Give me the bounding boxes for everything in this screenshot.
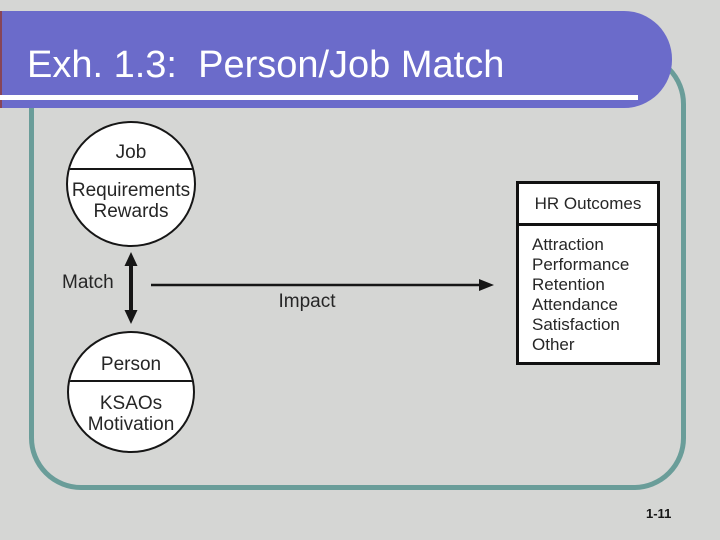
job-circle-title: Job	[115, 142, 147, 163]
match-label: Match	[62, 272, 114, 293]
job-circle-line-2: Rewards	[93, 201, 169, 222]
person-circle-divider	[69, 380, 193, 382]
person-circle: Person KSAOs Motivation	[67, 331, 195, 453]
title-bar-left-edge	[0, 11, 2, 108]
impact-arrow	[151, 279, 494, 291]
hr-outcome-item: Attendance	[532, 295, 619, 314]
title-underline	[0, 95, 638, 100]
hr-outcome-item: Satisfaction	[532, 315, 620, 334]
hr-outcomes-box: HR Outcomes Attraction Performance Reten…	[516, 181, 660, 365]
person-circle-line-2: Motivation	[87, 414, 175, 435]
slide-title: Exh. 1.3: Person/Job Match	[27, 44, 505, 86]
job-circle-divider	[68, 168, 194, 170]
job-circle-content: Requirements Rewards	[68, 180, 194, 222]
hr-outcome-item: Attraction	[532, 235, 604, 254]
hr-outcomes-list: Attraction Performance Retention Attenda…	[519, 226, 657, 355]
match-double-arrow	[124, 252, 138, 324]
impact-label: Impact	[278, 291, 336, 312]
job-circle-line-1: Requirements	[71, 180, 191, 201]
job-circle: Job Requirements Rewards	[66, 121, 196, 247]
person-circle-line-1: KSAOs	[99, 393, 163, 414]
person-circle-content: KSAOs Motivation	[69, 393, 193, 435]
person-circle-title: Person	[100, 354, 162, 375]
title-bar: Exh. 1.3: Person/Job Match	[0, 11, 672, 108]
hr-outcome-item: Retention	[532, 275, 605, 294]
page-number: 1-11	[646, 506, 672, 521]
hr-outcomes-header: HR Outcomes	[519, 184, 657, 226]
hr-outcome-item: Other	[532, 335, 575, 354]
hr-outcome-item: Performance	[532, 255, 630, 274]
